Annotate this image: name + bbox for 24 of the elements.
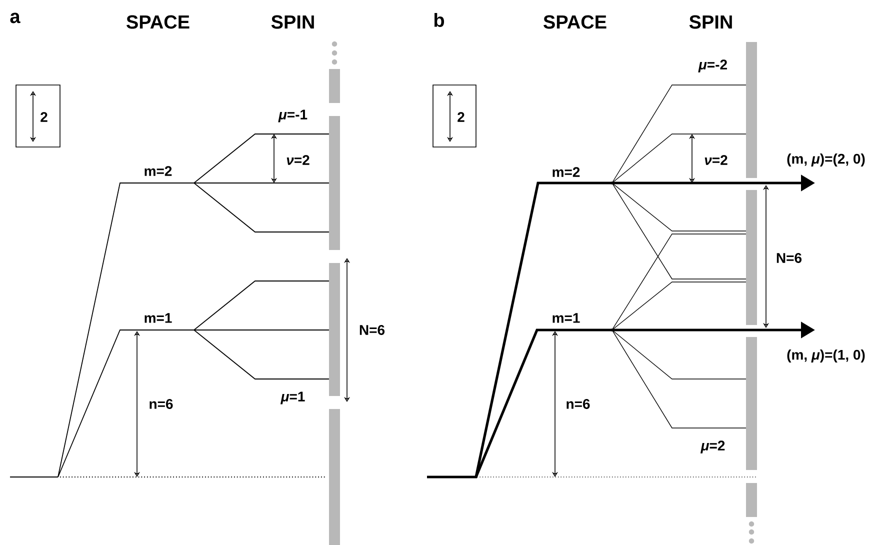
- level-label: μ=-2: [698, 60, 727, 72]
- dimension-label: N=6: [360, 325, 385, 335]
- level-label: m=2: [144, 166, 172, 176]
- level-label: μ=1: [280, 392, 305, 404]
- state-label: (m, μ)=(1, 0): [787, 349, 865, 363]
- dimension-label: ν=2: [286, 155, 310, 165]
- column-heading: SPIN: [271, 15, 314, 29]
- scale-label: 2: [458, 112, 464, 122]
- dimension-label: n=6: [150, 399, 173, 409]
- panel-letter: b: [434, 13, 444, 27]
- level-label: m=1: [552, 313, 580, 323]
- dimension-label: ν=2: [704, 155, 728, 165]
- level-label: m=2: [552, 167, 580, 177]
- dimension-label: N=6: [776, 253, 802, 263]
- column-heading: SPACE: [126, 15, 190, 29]
- column-heading: SPIN: [689, 15, 732, 29]
- dimension-label: n=6: [566, 399, 590, 409]
- panel-letter: a: [10, 12, 20, 24]
- level-label: μ=-1: [278, 110, 308, 122]
- column-heading: SPACE: [544, 15, 606, 29]
- level-label: m=1: [144, 313, 172, 323]
- state-label: (m, μ)=(2, 0): [787, 153, 865, 167]
- level-label: μ=2: [700, 440, 725, 454]
- scale-label: 2: [40, 112, 48, 122]
